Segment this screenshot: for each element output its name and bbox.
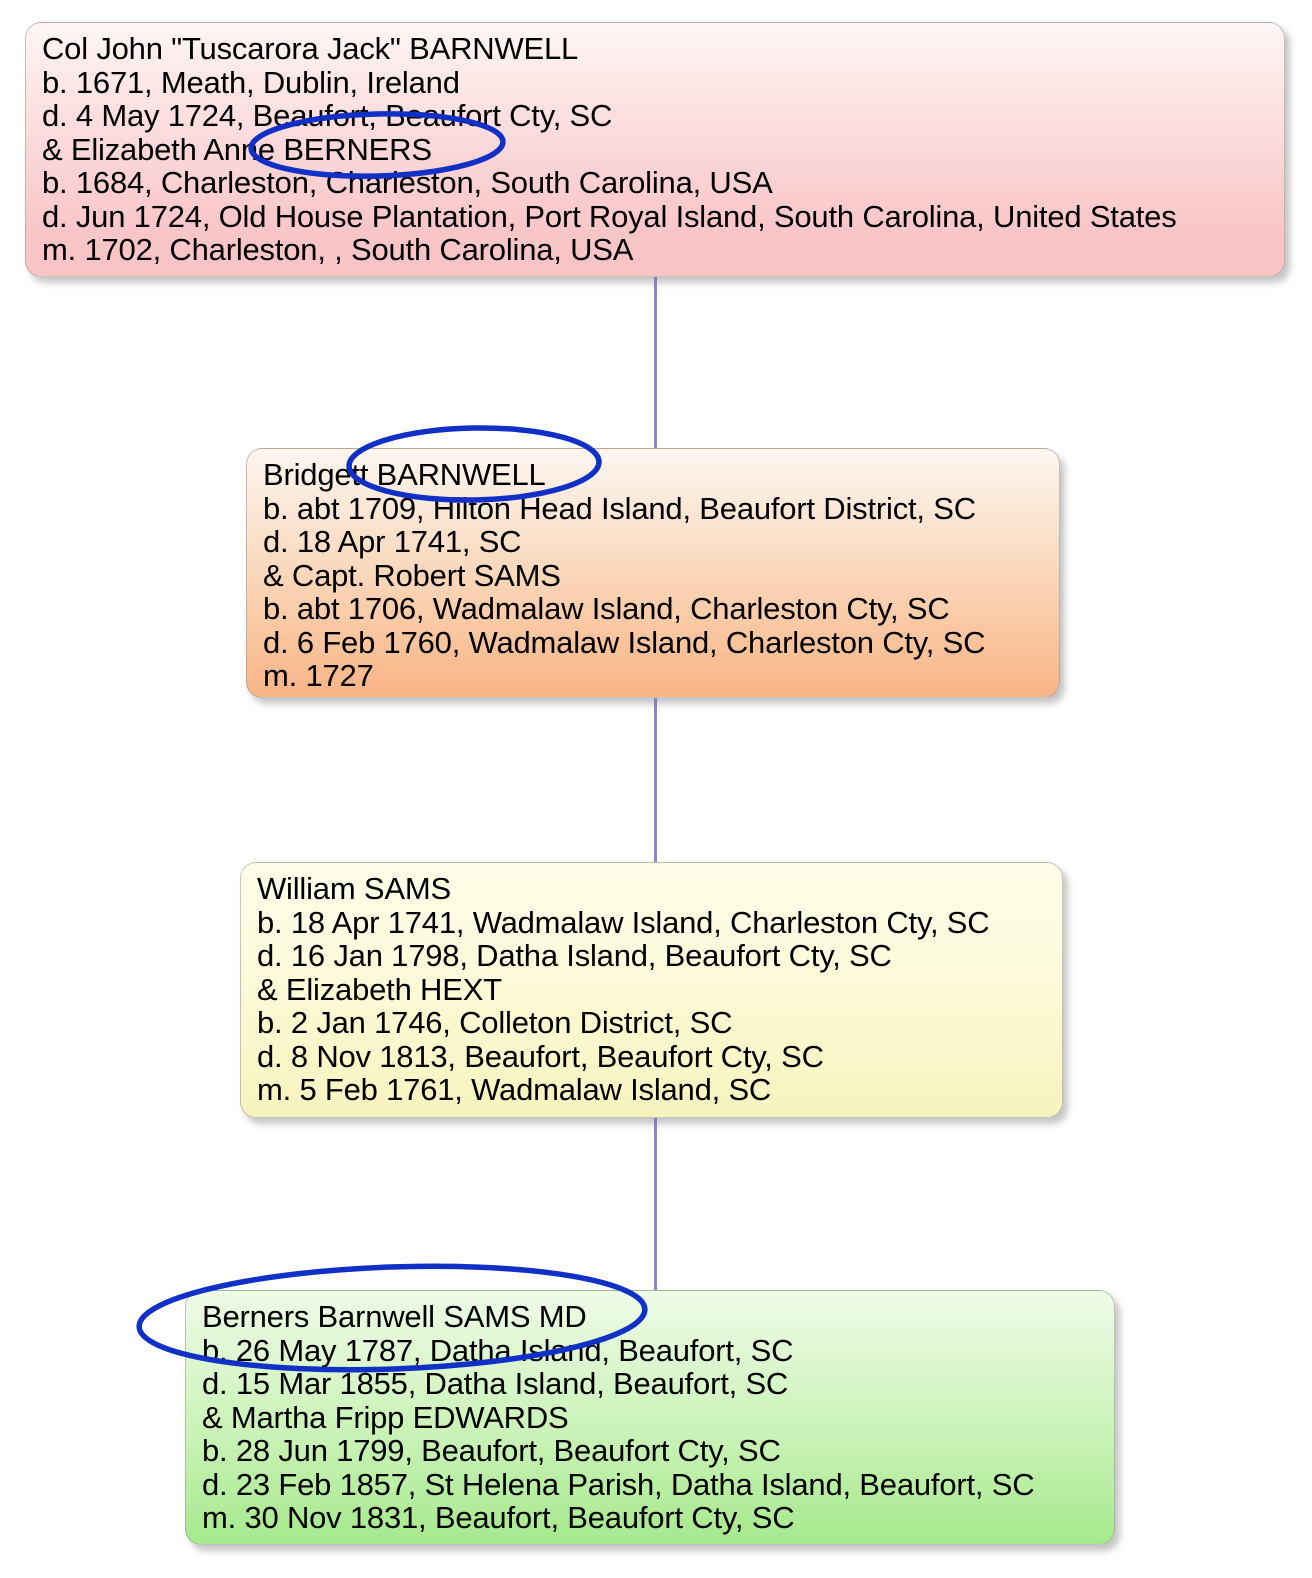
connector-gen2-gen3 [654, 697, 657, 864]
person-birth-primary: b. abt 1709, Hilton Head Island, Beaufor… [263, 490, 976, 526]
person-birth-spouse: b. 1684, Charleston, Charleston, South C… [42, 165, 773, 200]
person-name-spouse: & Capt. Robert SAMS [263, 557, 561, 593]
person-death-spouse: d. 23 Feb 1857, St Helena Parish, Datha … [202, 1466, 1035, 1502]
connector-gen1-gen2 [654, 276, 657, 450]
person-birth-spouse: b. 28 Jun 1799, Beaufort, Beaufort Cty, … [202, 1433, 781, 1468]
person-box-bridgett-barnwell[interactable]: Bridgett BARNWELL b. abt 1709, Hilton He… [246, 448, 1060, 698]
person-death-primary: d. 18 Apr 1741, SC [263, 524, 522, 559]
person-marriage: m. 5 Feb 1761, Wadmalaw Island, SC [257, 1072, 772, 1107]
person-birth-primary: b. 18 Apr 1741, Wadmalaw Island, Charles… [257, 904, 990, 940]
person-birth-primary: b. 1671, Meath, Dublin, Ireland [42, 64, 460, 100]
connector-gen3-gen4 [654, 1117, 657, 1291]
person-name-primary: Berners Barnwell SAMS MD [202, 1299, 587, 1334]
person-box-william-sams[interactable]: William SAMS b. 18 Apr 1741, Wadmalaw Is… [240, 862, 1063, 1118]
person-death-primary: d. 15 Mar 1855, Datha Island, Beaufort, … [202, 1366, 789, 1401]
person-death-spouse: d. 8 Nov 1813, Beaufort, Beaufort Cty, S… [257, 1038, 824, 1074]
person-name-spouse: & Elizabeth HEXT [257, 971, 502, 1007]
person-name-primary: Col John "Tuscarora Jack" BARNWELL [42, 31, 579, 66]
person-death-primary: d. 16 Jan 1798, Datha Island, Beaufort C… [257, 938, 892, 973]
person-name-spouse: & Martha Fripp EDWARDS [202, 1399, 569, 1435]
person-box-berners-barnwell-sams[interactable]: Berners Barnwell SAMS MD b. 26 May 1787,… [185, 1290, 1115, 1545]
person-birth-primary: b. 26 May 1787, Datha Island, Beaufort, … [202, 1332, 794, 1368]
person-name-primary: William SAMS [257, 871, 451, 906]
person-name-primary: Bridgett BARNWELL [263, 457, 546, 492]
person-death-spouse: d. 6 Feb 1760, Wadmalaw Island, Charlest… [263, 624, 986, 660]
person-death-spouse: d. Jun 1724, Old House Plantation, Port … [42, 198, 1177, 234]
person-marriage: m. 1727 [263, 658, 374, 693]
person-death-primary: d. 4 May 1724, Beaufort, Beaufort Cty, S… [42, 98, 613, 133]
person-birth-spouse: b. 2 Jan 1746, Colleton District, SC [257, 1005, 733, 1040]
person-marriage: m. 30 Nov 1831, Beaufort, Beaufort Cty, … [202, 1500, 795, 1535]
person-birth-spouse: b. abt 1706, Wadmalaw Island, Charleston… [263, 591, 950, 626]
person-box-col-john-barnwell[interactable]: Col John "Tuscarora Jack" BARNWELL b. 16… [25, 22, 1285, 277]
person-marriage: m. 1702, Charleston, , South Carolina, U… [42, 232, 634, 267]
person-name-spouse: & Elizabeth Anne BERNERS [42, 131, 432, 167]
